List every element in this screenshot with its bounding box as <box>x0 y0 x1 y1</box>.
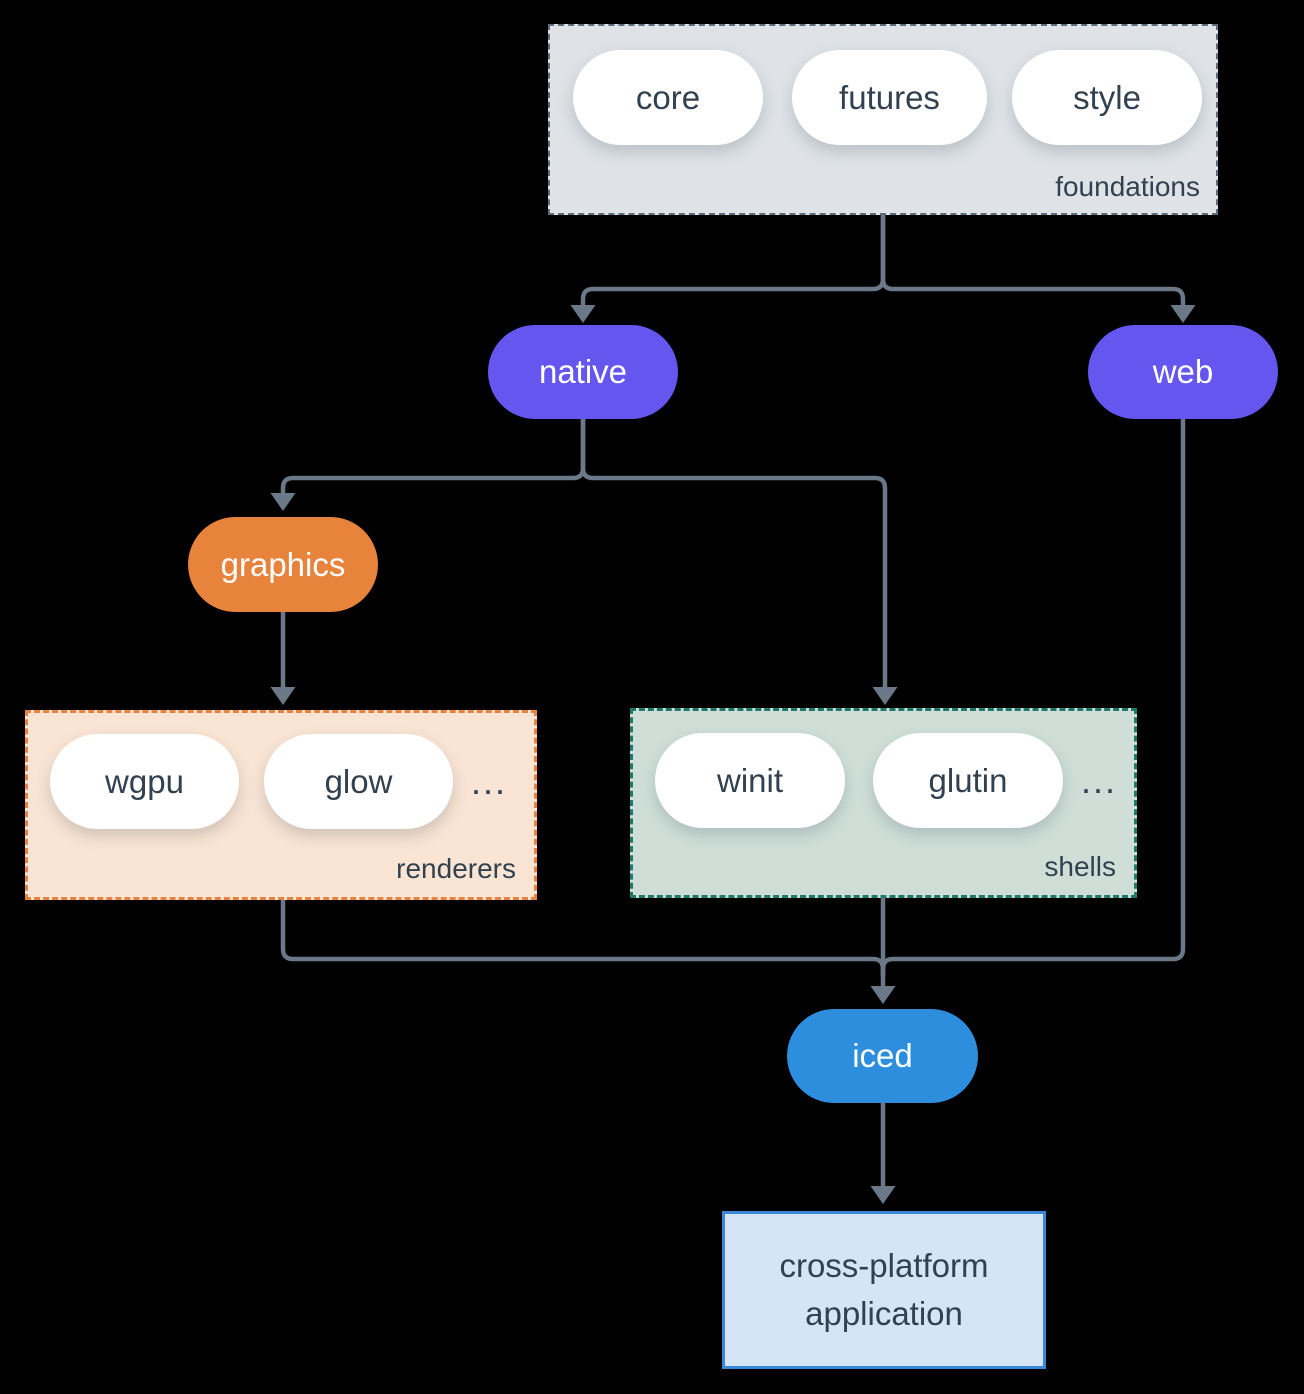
node-futures: futures <box>792 50 987 145</box>
node-glow: glow <box>264 734 453 829</box>
node-style-label: style <box>1073 78 1141 116</box>
node-native: native <box>488 325 678 419</box>
arrowhead-native <box>570 305 596 323</box>
node-glutin-label: glutin <box>928 761 1008 799</box>
edge-renderers-iced <box>280 900 886 976</box>
edge-foundations-web <box>880 215 1186 306</box>
node-application-label: cross-platform application <box>779 1247 989 1332</box>
node-application: cross-platform application <box>722 1211 1046 1369</box>
node-web-label: web <box>1152 353 1214 390</box>
node-winit: winit <box>655 733 845 828</box>
node-wgpu-label: wgpu <box>105 762 184 800</box>
group-label-renderers: renderers <box>396 853 516 884</box>
arrowhead-renderers <box>270 687 296 705</box>
node-futures-label: futures <box>839 78 940 116</box>
node-iced-label: iced <box>852 1037 913 1074</box>
group-shells: winit glutin ... shells <box>630 708 1137 898</box>
node-glow-label: glow <box>324 762 393 800</box>
arrowhead-iced <box>870 986 896 1004</box>
node-core-label: core <box>635 78 701 116</box>
node-native-label: native <box>538 353 628 390</box>
arrowhead-graphics <box>270 493 296 511</box>
group-label-shells: shells <box>1044 851 1116 882</box>
node-wgpu: wgpu <box>50 734 239 829</box>
node-style: style <box>1012 50 1202 145</box>
node-graphics-label: graphics <box>220 545 346 583</box>
node-glutin: glutin <box>873 733 1063 828</box>
edge-native-shells <box>580 418 888 688</box>
node-core: core <box>573 50 763 145</box>
edge-native-graphics <box>280 418 586 494</box>
node-web: web <box>1088 325 1278 419</box>
arrowhead-web <box>1170 305 1196 323</box>
renderers-ellipsis: ... <box>471 760 508 802</box>
node-winit-label: winit <box>716 761 784 799</box>
node-iced: iced <box>787 1009 978 1103</box>
group-label-foundations: foundations <box>1055 171 1200 202</box>
group-foundations: core futures style foundations <box>548 24 1218 215</box>
node-graphics: graphics <box>188 517 378 612</box>
arrowhead-application <box>870 1186 896 1204</box>
group-renderers: wgpu glow ... renderers <box>25 710 537 900</box>
arrowhead-shells <box>872 687 898 705</box>
shells-ellipsis: ... <box>1081 759 1118 801</box>
edge-foundations-native <box>580 215 886 306</box>
